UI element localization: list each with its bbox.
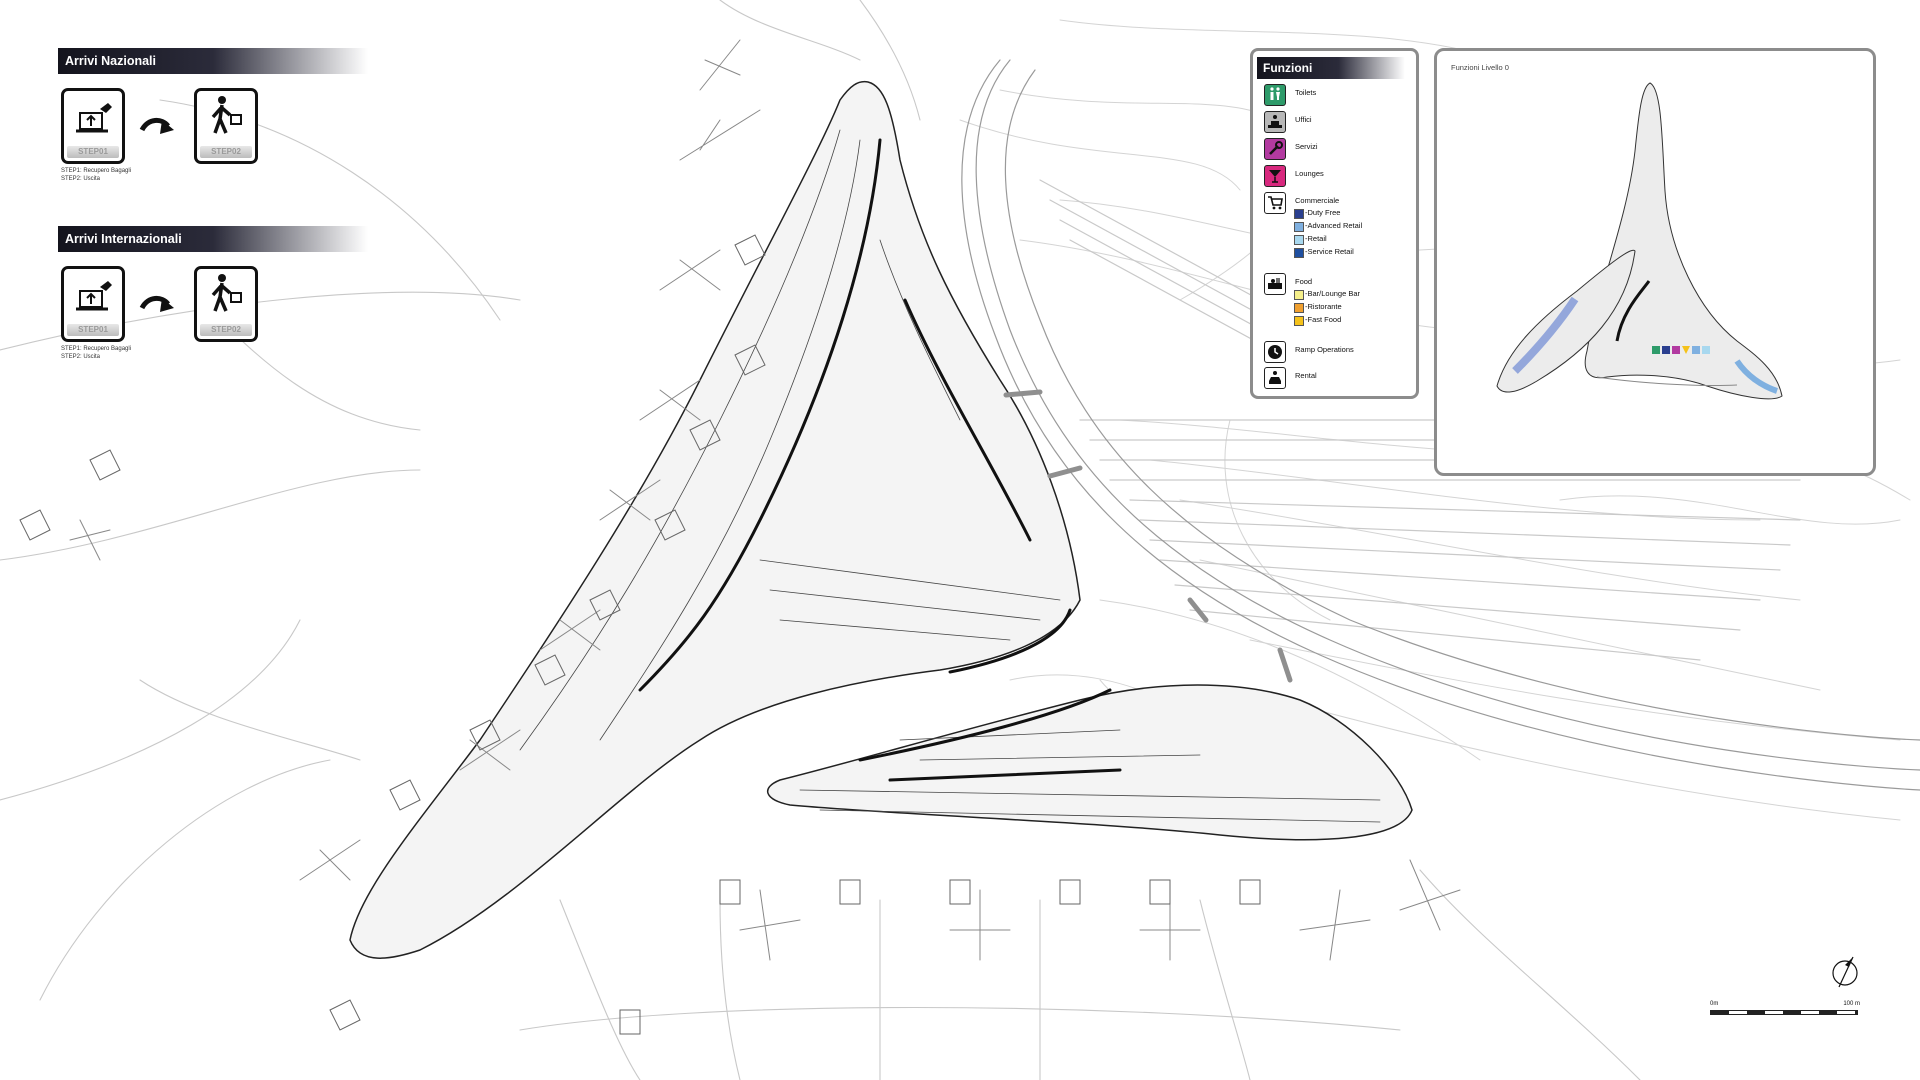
next-step-arrow-icon xyxy=(139,296,174,312)
baggage-claim-icon xyxy=(76,103,112,133)
legend-title: Funzioni xyxy=(1257,57,1405,79)
step-label: STEP01 xyxy=(67,146,119,158)
aircraft-silhouettes xyxy=(69,39,1461,961)
color-swatch xyxy=(1294,235,1304,245)
terminal-interior-lines xyxy=(519,129,1381,823)
step-card: STEP01 xyxy=(61,266,125,342)
legend-label: Commerciale xyxy=(1295,196,1340,205)
food-tray-icon xyxy=(1264,273,1286,295)
baggage-claim-icon xyxy=(76,281,112,311)
legend-sublabel: -Retail xyxy=(1305,234,1327,243)
wrench-icon xyxy=(1264,138,1286,160)
arrivals-domestic-panel: Arrivi Nazionali STEP01 STEP02 STEP1: R xyxy=(58,48,368,188)
color-swatch xyxy=(1294,316,1304,326)
terminal-bold-edges xyxy=(638,138,1122,782)
ramp-clock-icon xyxy=(1264,341,1286,363)
legend-label: Rental xyxy=(1295,371,1317,380)
color-swatch xyxy=(1294,209,1304,219)
color-swatch xyxy=(1294,222,1304,232)
gray-bridges xyxy=(1003,389,1293,683)
scale-bar-graphic xyxy=(1710,1010,1858,1015)
parking-fields xyxy=(1039,179,1801,661)
color-swatch xyxy=(1294,290,1304,300)
scale-end-label: 100 m xyxy=(1843,1001,1860,1007)
legend-label: Ramp Operations xyxy=(1295,345,1354,354)
legend-subitem: -Duty Free xyxy=(1294,208,1341,219)
step-notes: STEP1: Recupero Bagagli STEP2: Uscita xyxy=(61,168,131,183)
step-note: STEP1: Recupero Bagagli xyxy=(61,346,132,352)
step-note: STEP2: Uscita xyxy=(61,353,101,360)
inset-plan-drawing xyxy=(1496,82,1783,400)
steps-row: STEP01 STEP02 STEP1: Recupero Bagagli ST… xyxy=(58,88,368,188)
hatched-stands xyxy=(19,234,1261,1035)
step-note: STEP2: Uscita xyxy=(61,175,101,182)
next-step-arrow-icon xyxy=(139,118,174,134)
exit-walking-person-icon xyxy=(211,96,242,134)
color-swatch xyxy=(1294,303,1304,313)
arrivals-title: Arrivi Nazionali xyxy=(58,48,368,74)
legend-sublabel: -Advanced Retail xyxy=(1305,221,1363,230)
legend-subitem: -Fast Food xyxy=(1294,315,1342,326)
step-card: STEP02 xyxy=(194,266,258,342)
legend-sublabel: -Duty Free xyxy=(1305,208,1341,217)
step-label: STEP01 xyxy=(67,324,119,336)
legend-subitem: -Ristorante xyxy=(1294,302,1342,313)
legend-sublabel: -Fast Food xyxy=(1305,315,1342,324)
legend-subitem: -Advanced Retail xyxy=(1294,221,1363,232)
inset-level-0-map: Funzioni Livello 0 xyxy=(1434,48,1876,476)
shopping-cart-icon xyxy=(1264,192,1286,214)
legend-label: Food xyxy=(1295,277,1313,286)
cocktail-icon xyxy=(1264,165,1286,187)
exit-walking-person-icon xyxy=(211,274,242,312)
step-note: STEP1: Recupero Bagagli xyxy=(61,168,132,174)
legend-subitem: -Bar/Lounge Bar xyxy=(1294,289,1361,300)
car-rental-icon xyxy=(1264,367,1286,389)
legend-sublabel: -Service Retail xyxy=(1305,247,1354,256)
legend-label: Toilets xyxy=(1295,88,1317,97)
road-loop xyxy=(961,59,1920,791)
legend-sublabel: -Bar/Lounge Bar xyxy=(1305,289,1361,298)
step-label: STEP02 xyxy=(200,146,252,158)
functions-legend: Funzioni Toilets Uffici Servizi Lounges … xyxy=(1250,48,1419,399)
color-swatch xyxy=(1294,248,1304,258)
inset-title: Funzioni Livello 0 xyxy=(1451,63,1509,72)
north-arrow-icon xyxy=(1832,956,1858,988)
legend-label: Servizi xyxy=(1295,142,1318,151)
office-desk-icon xyxy=(1264,111,1286,133)
legend-subitem: -Service Retail xyxy=(1294,247,1354,258)
legend-sublabel: -Ristorante xyxy=(1305,302,1342,311)
step-card: STEP02 xyxy=(194,88,258,164)
arrivals-international-panel: Arrivi Internazionali STEP01 STEP02 STE xyxy=(58,226,368,366)
steps-row: STEP01 STEP02 STEP1: Recupero Bagagli ST… xyxy=(58,266,368,366)
step-label: STEP02 xyxy=(200,324,252,336)
legend-subitem: -Retail xyxy=(1294,234,1327,245)
scale-bar: 0m 100 m xyxy=(1710,1001,1860,1021)
terminal-pier-outline xyxy=(349,80,1413,959)
scale-start-label: 0m xyxy=(1710,1001,1719,1007)
legend-label: Uffici xyxy=(1295,115,1312,124)
toilets-icon xyxy=(1264,84,1286,106)
arrivals-title: Arrivi Internazionali xyxy=(58,226,368,252)
step-card: STEP01 xyxy=(61,88,125,164)
step-notes: STEP1: Recupero Bagagli STEP2: Uscita xyxy=(61,346,131,361)
legend-label: Lounges xyxy=(1295,169,1324,178)
